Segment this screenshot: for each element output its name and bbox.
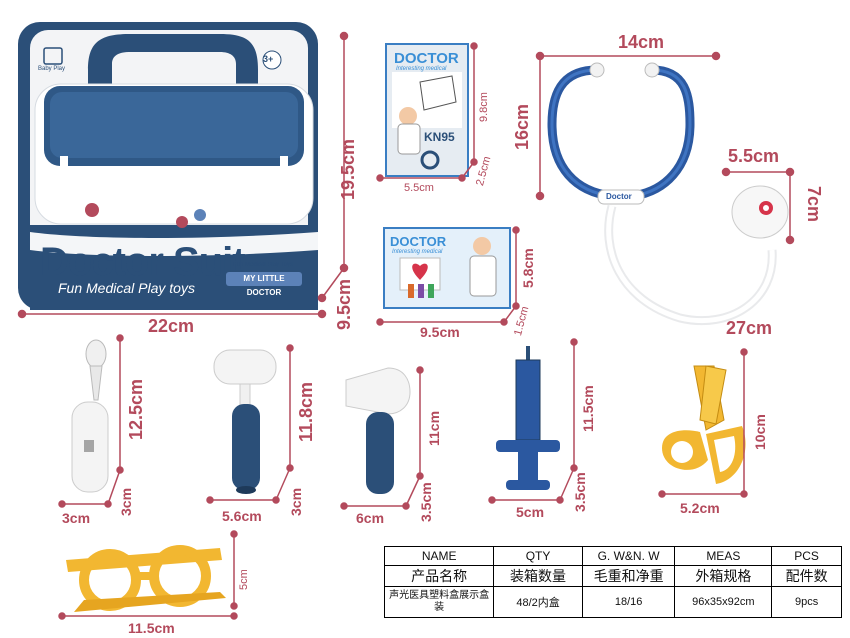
age-badge: 3+: [263, 54, 274, 64]
dim-box-depth: 9.5cm: [334, 278, 354, 330]
syringe: [496, 346, 560, 490]
scissors: [662, 365, 746, 484]
header-qty: QTY: [493, 546, 583, 566]
cell-name: 声光医具塑料盒展示盒装: [383, 586, 495, 618]
cell-weight: 18/16: [581, 586, 676, 618]
penlight: [345, 367, 411, 494]
dim-syringe-width: 5cm: [516, 504, 545, 520]
box-badge: MY LITTLE DOCTOR: [226, 272, 302, 297]
box-badge-top: Fun Medical Play Toys: [233, 262, 293, 268]
table-row: 声光医具塑料盒展示盒装 48/2内盒 18/16 96x35x92cm 9pcs: [383, 586, 842, 618]
dim-hammer-height: 11.8cm: [296, 381, 316, 442]
header-qty-cn: 装箱数量: [493, 565, 583, 587]
header-name-cn: 产品名称: [383, 565, 495, 587]
card1-label: KN95: [424, 130, 455, 144]
dim-otoscope-depth: 3cm: [118, 487, 134, 516]
dim-syringe-depth: 3.5cm: [572, 472, 588, 512]
cell-pcs: 9pcs: [771, 586, 842, 618]
glasses: [66, 545, 226, 612]
dim-card2-height: 5.8cm: [520, 248, 536, 288]
reflex-hammer: [213, 349, 277, 494]
spec-table: NAME QTY G. W&N. W MEAS PCS 产品名称 装箱数量 毛重…: [383, 546, 842, 618]
header-meas: MEAS: [674, 546, 773, 566]
card-kn95: [385, 43, 469, 177]
dim-otoscope-height: 12.5cm: [126, 378, 146, 440]
header-weight: G. W&N. W: [581, 546, 676, 566]
header-weight-cn: 毛重和净重: [581, 565, 676, 587]
header-meas-cn: 外箱规格: [674, 565, 773, 587]
dim-card1-width: 5.5cm: [404, 182, 434, 194]
dim-card1-height: 9.8cm: [478, 92, 490, 122]
header-pcs: PCS: [771, 546, 842, 566]
stethoscope: [547, 62, 789, 326]
cell-meas: 96x35x92cm: [674, 586, 773, 618]
card2-subtitle: Interesting medical: [392, 249, 443, 255]
dim-chest-height: 7cm: [804, 186, 824, 223]
box-title: Doctor Suit: [40, 240, 246, 284]
dim-otoscope-width: 3cm: [62, 510, 91, 526]
table-row: NAME QTY G. W&N. W MEAS PCS: [383, 546, 842, 566]
dim-chest-width: 5.5cm: [728, 146, 780, 166]
card2-title: DOCTOR: [390, 234, 447, 249]
dim-light-height: 11cm: [426, 410, 442, 446]
dim-scissors-height: 10cm: [752, 414, 768, 450]
table-row: 产品名称 装箱数量 毛重和净重 外箱规格 配件数: [383, 565, 842, 587]
dim-hammer-width: 5.6cm: [222, 508, 262, 524]
dim-steth-height: 16cm: [512, 103, 532, 150]
dim-scissors-width: 5.2cm: [680, 500, 720, 516]
dim-light-width: 6cm: [356, 510, 385, 526]
dim-box-width: 22cm: [148, 316, 195, 336]
dimension-lines: [17, 31, 795, 620]
dim-steth-length: 27cm: [726, 318, 773, 338]
cell-qty: 48/2内盒: [493, 586, 583, 618]
header-pcs-cn: 配件数: [771, 565, 842, 587]
dim-syringe-height: 11.5cm: [580, 385, 596, 432]
dim-steth-width: 14cm: [618, 32, 665, 52]
dim-card2-width: 9.5cm: [420, 324, 460, 340]
dim-light-depth: 3.5cm: [418, 482, 434, 522]
brand-logo-text: Baby Play: [38, 66, 66, 72]
header-name: NAME: [383, 546, 495, 566]
dim-hammer-depth: 3cm: [288, 487, 304, 516]
card1-title: DOCTOR: [394, 50, 459, 67]
stethoscope-label: Doctor: [606, 192, 632, 201]
dim-glasses-height: 5cm: [238, 569, 250, 590]
box-subtitle: Fun Medical Play toys: [58, 280, 195, 296]
card-medical: [383, 227, 511, 309]
dim-glasses-width: 11.5cm: [128, 620, 175, 636]
card1-subtitle: Interesting medical: [396, 66, 447, 72]
dim-box-height: 19.5cm: [338, 138, 358, 200]
product-box: [18, 22, 318, 310]
otoscope: [71, 339, 109, 493]
